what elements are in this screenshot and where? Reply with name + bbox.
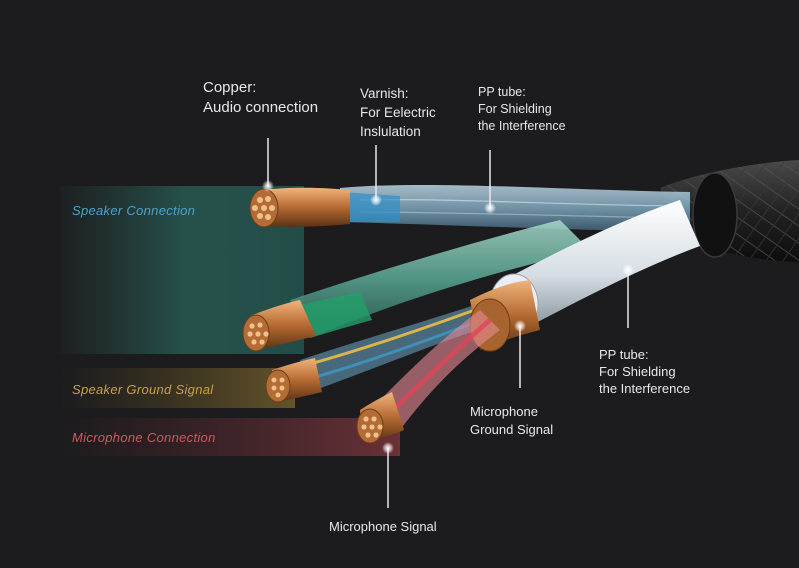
varnish-label: Varnish: For Eelectric Inslulation: [360, 84, 436, 141]
microphone-connection-highlight: [60, 418, 400, 456]
pp-tube-top-label: PP tube: For Shielding the Interference: [478, 84, 566, 135]
mic-ground-label: Microphone Ground Signal: [470, 403, 553, 439]
speaker-ground-signal-label: Speaker Ground Signal: [72, 382, 214, 397]
callout-dots: [262, 180, 634, 454]
speaker-connection-wire: [249, 184, 690, 232]
mic-signal-label: Microphone Signal: [329, 519, 437, 534]
callout-lines: [267, 138, 629, 508]
speaker-ground-highlight: [60, 368, 295, 408]
pp-tube-top-title: PP tube:: [478, 85, 526, 99]
mic-ground-label-1: Microphone: [470, 404, 538, 419]
mic-ground-label-2: Ground Signal: [470, 422, 554, 437]
microphone-connection-label: Microphone Connection: [72, 430, 216, 445]
speaker-connection-label: Speaker Connection: [72, 203, 196, 218]
microphone-signal-wire: [356, 310, 500, 444]
varnish-label-desc-2: Inslulation: [360, 124, 421, 139]
varnish-label-desc-1: For Eelectric: [360, 105, 436, 120]
copper-label-desc: Audio connection: [203, 99, 319, 116]
speaker-ground-wire: [265, 300, 500, 403]
copper-label: Copper: Audio connection: [203, 78, 318, 118]
pp-tube-right-label: PP tube: For Shielding the Interference: [599, 346, 690, 397]
speaker-green-wire: [242, 220, 590, 352]
pp-tube-right-desc-2: the Interference: [599, 381, 691, 396]
pp-tube-right-desc-1: For Shielding: [599, 364, 676, 379]
pp-tube-top-desc-1: For Shielding: [478, 102, 552, 116]
copper-label-title: Copper:: [203, 79, 257, 96]
pp-tube-top-desc-2: the Interference: [478, 119, 566, 133]
varnish-label-title: Varnish:: [360, 86, 409, 101]
pp-tube-right-title: PP tube:: [599, 347, 649, 362]
